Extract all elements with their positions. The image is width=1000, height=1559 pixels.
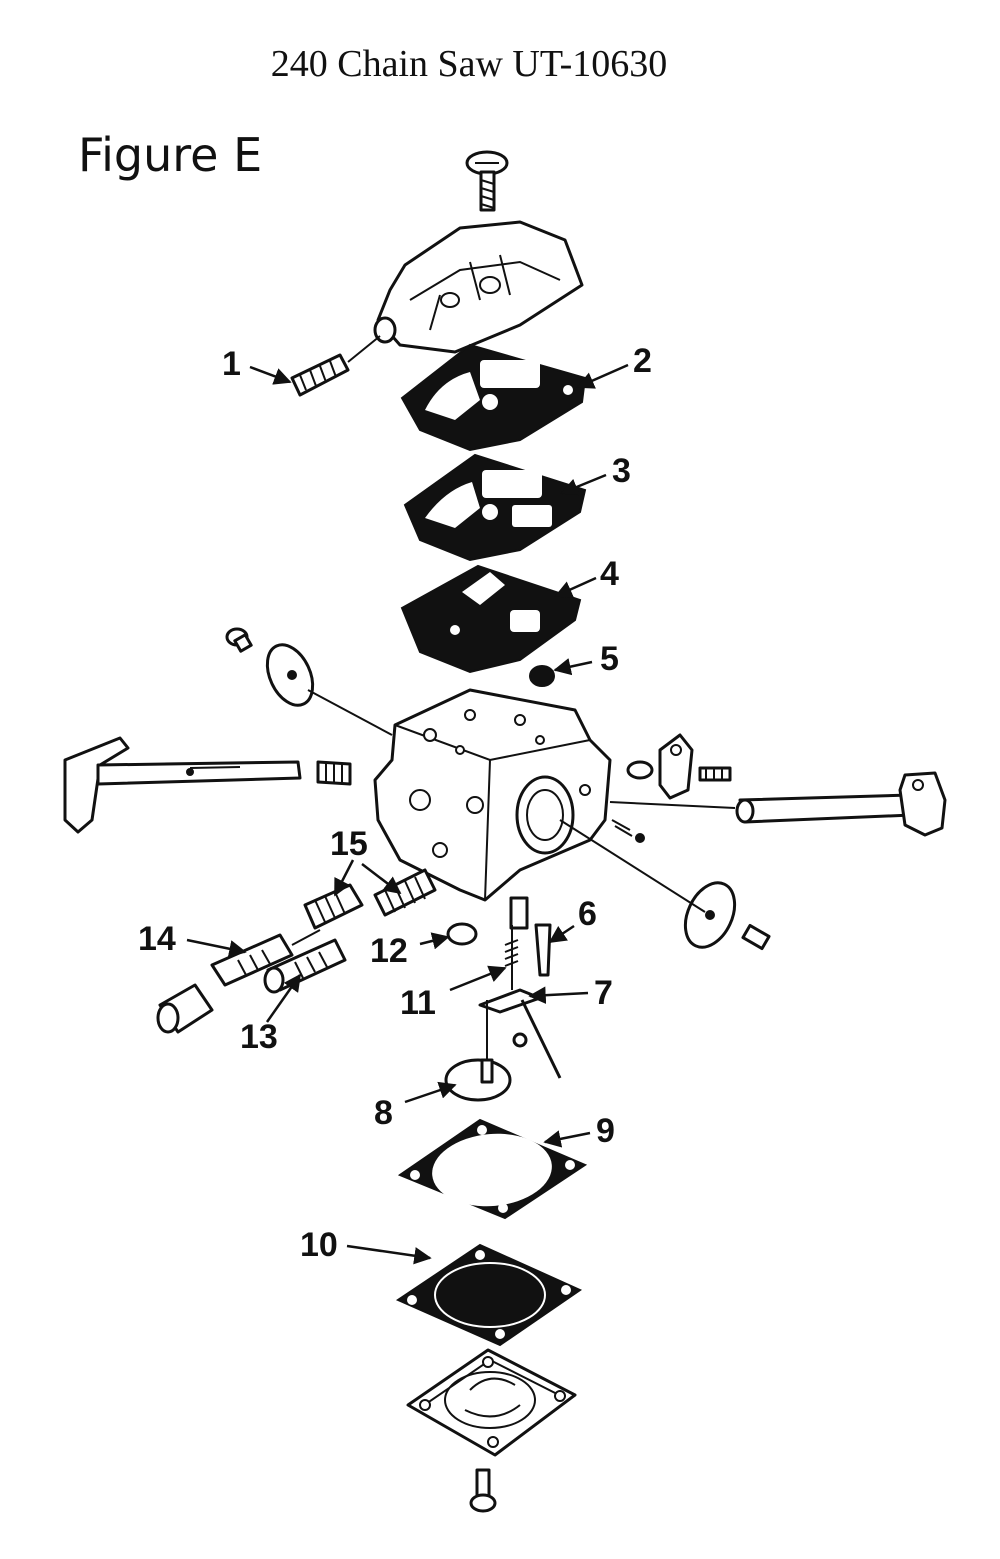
callout-11: 11: [400, 984, 436, 1022]
callout-7: 7: [594, 974, 613, 1012]
part-5-strainer: [529, 665, 555, 687]
throttle-shaft: [609, 771, 947, 837]
callout-5: 5: [600, 640, 619, 678]
top-cover-screw: [465, 150, 509, 212]
lower-throttle-plate: [559, 819, 771, 951]
callout-labels: 1 2 3 4 5 6 7 8 9 10 11 12 13 14 15: [138, 342, 652, 1264]
callout-1: 1: [222, 345, 241, 383]
choke-shaft: [63, 736, 352, 834]
bottom-cover-screw: [469, 1468, 497, 1513]
part-11-inlet-needle-spring: [504, 896, 529, 990]
document-title: 240 Chain Saw UT-10630: [270, 43, 668, 85]
part-8-metering-diaphragm-disc: [444, 1000, 512, 1102]
throttle-spring: [611, 819, 645, 843]
callout-15: 15: [330, 825, 368, 863]
part-10-metering-diaphragm: [395, 1243, 583, 1347]
part-14-low-speed-needle: [210, 929, 321, 987]
callout-8: 8: [374, 1094, 393, 1132]
leader-lines: [186, 363, 629, 1265]
upper-throttle-plate: [225, 627, 393, 736]
pump-cover: [373, 220, 584, 354]
callout-3: 3: [612, 452, 631, 490]
metering-cover: [406, 1348, 577, 1457]
callout-9: 9: [596, 1112, 615, 1150]
callout-6: 6: [578, 895, 597, 933]
part-12-welch-plug: [446, 922, 478, 946]
part-9-metering-gasket: [397, 1118, 588, 1220]
callout-14: 14: [138, 920, 176, 958]
part-1-inlet-screen: [290, 335, 381, 397]
callout-13: 13: [240, 1018, 278, 1056]
limiter-cap: [156, 983, 214, 1034]
part-15-needle-springs: [303, 868, 437, 930]
part-4-pump-diaphragm: [400, 564, 582, 674]
callout-10: 10: [300, 1226, 338, 1264]
callout-4: 4: [600, 555, 619, 593]
part-2-gasket: [400, 343, 587, 452]
figure-label: Figure E: [78, 128, 263, 182]
part-3-gasket: [403, 453, 587, 562]
part-6-inlet-needle: [534, 923, 552, 977]
callout-2: 2: [633, 342, 652, 380]
callout-12: 12: [370, 932, 408, 970]
carburetor-body: [373, 688, 612, 902]
throttle-lever: [626, 733, 732, 800]
part-7-inlet-control-lever: [478, 988, 562, 1079]
